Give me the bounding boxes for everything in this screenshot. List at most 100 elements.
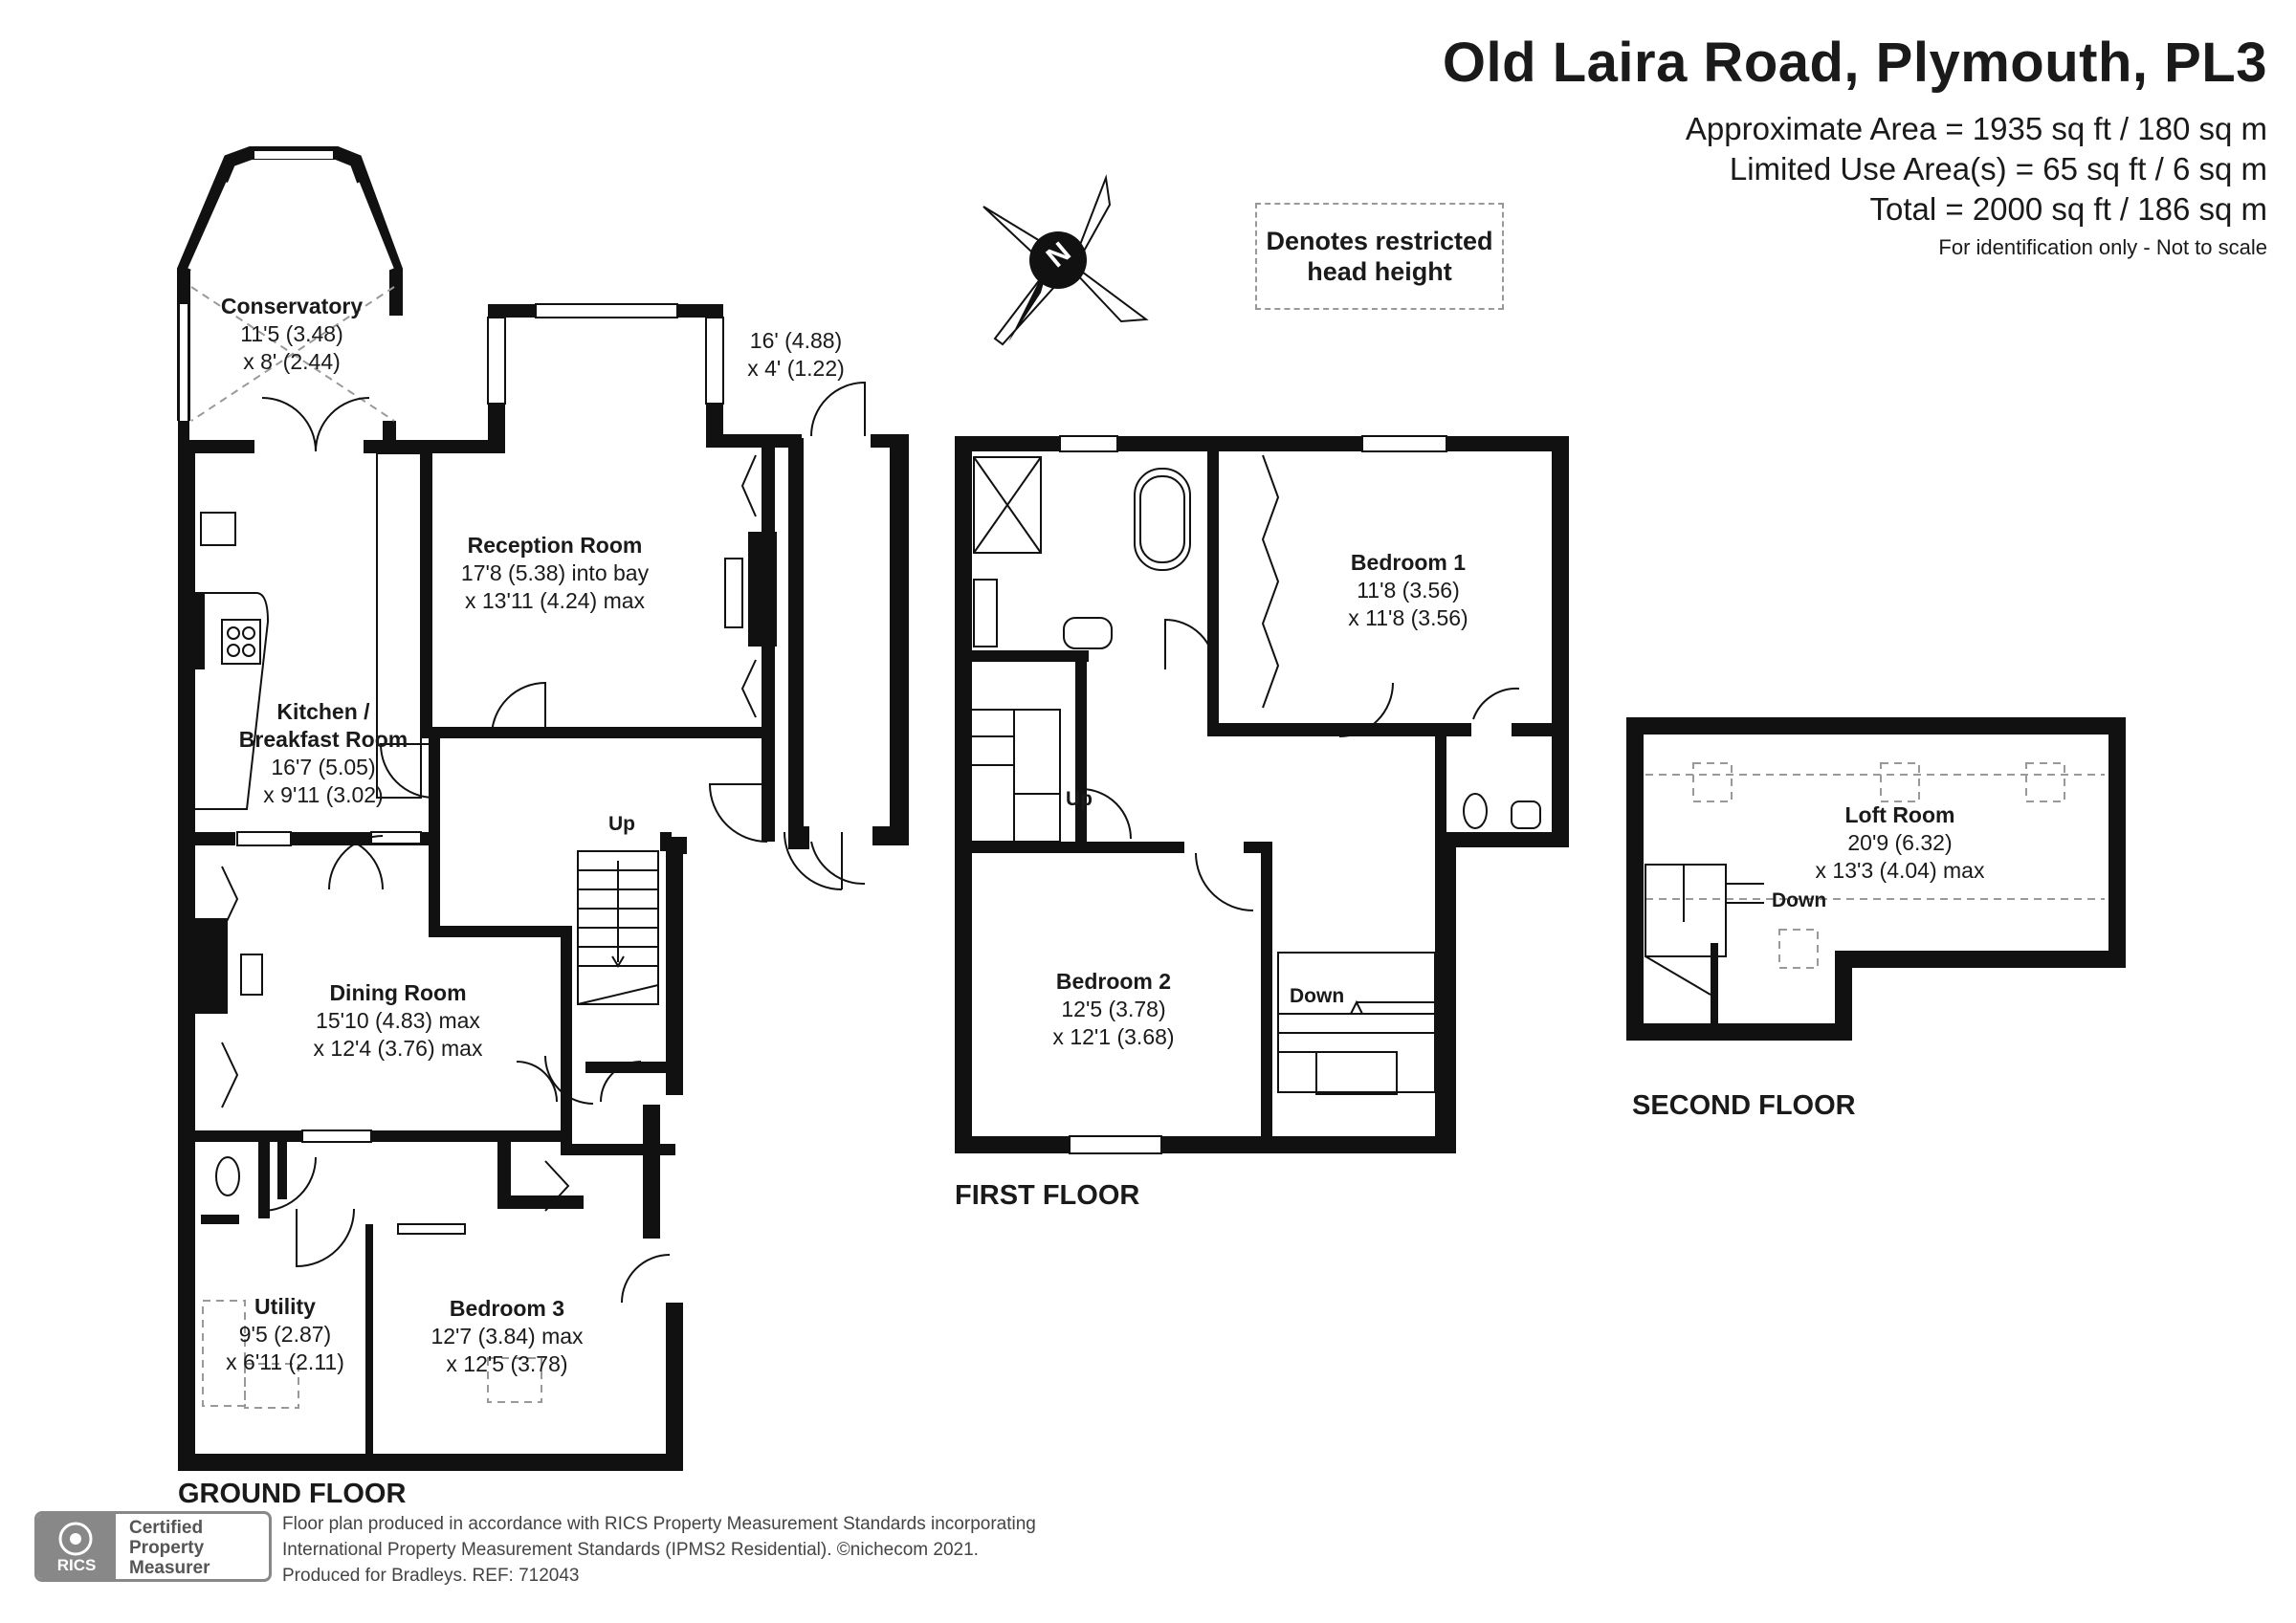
room-reception: Reception Room 17'8 (5.38) into bay x 13… xyxy=(461,532,649,615)
basin xyxy=(1063,617,1113,649)
wall xyxy=(1446,436,1569,451)
wardrobes xyxy=(221,454,1280,1212)
wall xyxy=(890,434,909,845)
wall xyxy=(421,727,775,738)
window xyxy=(1059,435,1118,452)
chimney xyxy=(182,593,205,669)
wall xyxy=(364,440,505,453)
room-dim: x 11'8 (3.56) xyxy=(1348,605,1468,630)
wall xyxy=(1626,717,1644,1041)
stairs xyxy=(577,709,1764,1095)
room-dim: x 9'11 (3.02) xyxy=(263,782,384,807)
room-name: Loft Room xyxy=(1844,802,1955,827)
fixtures xyxy=(195,452,1541,1196)
unit xyxy=(376,452,422,799)
wall xyxy=(1117,436,1362,451)
window xyxy=(1069,1135,1162,1154)
wall xyxy=(189,1130,572,1142)
room-dim: 17'8 (5.38) into bay xyxy=(460,560,650,585)
wall xyxy=(429,926,572,937)
approximate-area: Approximate Area = 1935 sq ft / 180 sq m xyxy=(1685,111,2267,146)
wall xyxy=(955,1136,1456,1153)
room-dim: 12'5 (3.78) xyxy=(1061,997,1166,1021)
wall xyxy=(178,421,189,450)
wall xyxy=(365,1224,373,1463)
wall xyxy=(964,650,1089,662)
hob xyxy=(221,619,261,665)
shower-tray xyxy=(973,456,1042,554)
restricted-lines xyxy=(190,286,2105,1409)
room-dim: x 12'5 (3.78) xyxy=(446,1351,568,1376)
wall xyxy=(1711,943,1718,1029)
room-dim: x 6'11 (2.11) xyxy=(226,1349,344,1374)
rics-seal-text: RICS xyxy=(56,1556,97,1574)
wall xyxy=(872,826,909,845)
limited-use-area: Limited Use Area(s) = 65 sq ft / 6 sq m xyxy=(1729,151,2267,186)
wall xyxy=(1626,717,2126,735)
wall xyxy=(277,1142,287,1199)
rics-badge: RICS Certified Property Measurer xyxy=(34,1511,272,1582)
room-dim: 12'7 (3.84) max xyxy=(430,1324,584,1349)
wall xyxy=(706,434,802,448)
room-dim: x 12'4 (3.76) max xyxy=(313,1036,483,1061)
total-area: Total = 2000 sq ft / 186 sq m xyxy=(1869,191,2268,227)
badge-text: Certified Property Measurer xyxy=(129,1518,210,1578)
wall xyxy=(643,1105,660,1239)
stair-down-first: Down xyxy=(1290,985,1345,1007)
wall xyxy=(964,842,1184,853)
room-dim: 15'10 (4.83) max xyxy=(316,1008,480,1033)
room-kitchen: Kitchen / Breakfast Room 16'7 (5.05) x 9… xyxy=(239,698,408,809)
wall xyxy=(497,1195,584,1209)
room-bedroom-2: Bedroom 2 12'5 (3.78) x 12'1 (3.68) xyxy=(1052,968,1174,1051)
room-name: Dining Room xyxy=(329,980,467,1005)
room-dim: 16'7 (5.05) xyxy=(271,755,376,779)
window xyxy=(301,1130,372,1143)
room-porch: 16' (4.88) x 4' (1.22) xyxy=(747,327,845,383)
room-name: Conservatory xyxy=(220,294,364,318)
room-dim: x 13'3 (4.04) max xyxy=(1815,858,1985,883)
wall xyxy=(561,926,572,1155)
wall xyxy=(788,438,804,849)
room-utility: Utility 9'5 (2.87) x 6'11 (2.11) xyxy=(226,1293,344,1376)
counter xyxy=(973,579,998,647)
room-name: Reception Room xyxy=(467,533,643,558)
wall xyxy=(955,436,1060,451)
footer-line: Floor plan produced in accordance with R… xyxy=(282,1514,1036,1534)
stair-up-first: Up xyxy=(1066,788,1093,810)
wall xyxy=(660,832,672,851)
wall xyxy=(189,832,235,845)
badge-line: Certified xyxy=(129,1518,204,1538)
room-name: Breakfast Room xyxy=(238,727,408,752)
wall xyxy=(1439,832,1569,847)
wall xyxy=(2108,717,2126,968)
compass-rose xyxy=(982,174,1149,346)
rics-logo xyxy=(58,1522,93,1556)
room-name: Bedroom 3 xyxy=(449,1296,565,1321)
wall xyxy=(561,1144,675,1155)
wall xyxy=(794,826,809,849)
rics-seal-icon: RICS xyxy=(37,1514,116,1579)
wall xyxy=(666,837,683,1095)
wall xyxy=(1552,436,1569,847)
windows xyxy=(236,303,1447,1235)
wall xyxy=(666,1303,683,1471)
window xyxy=(397,1223,466,1235)
room-dim: x 13'11 (4.24) max xyxy=(464,588,646,613)
bath xyxy=(1134,468,1191,571)
room-loft: Loft Room 20'9 (6.32) x 13'3 (4.04) max xyxy=(1816,801,1985,885)
footer-text: Floor plan produced in accordance with R… xyxy=(282,1511,1036,1589)
restricted-height-legend: Denotes restricted head height xyxy=(1255,203,1504,310)
room-dim: 11'5 (3.48) xyxy=(240,321,343,346)
wall xyxy=(585,1062,666,1073)
window xyxy=(487,317,506,405)
badge-line: Property xyxy=(129,1538,205,1558)
wall xyxy=(1261,842,1272,1138)
hearth xyxy=(240,954,263,996)
floor-label-first: FIRST FLOOR xyxy=(955,1180,1140,1211)
wall xyxy=(1075,650,1087,842)
wall xyxy=(1626,1023,1852,1041)
room-name: Kitchen / xyxy=(276,699,370,724)
stair-down-second: Down xyxy=(1772,889,1827,911)
wall xyxy=(178,440,254,453)
